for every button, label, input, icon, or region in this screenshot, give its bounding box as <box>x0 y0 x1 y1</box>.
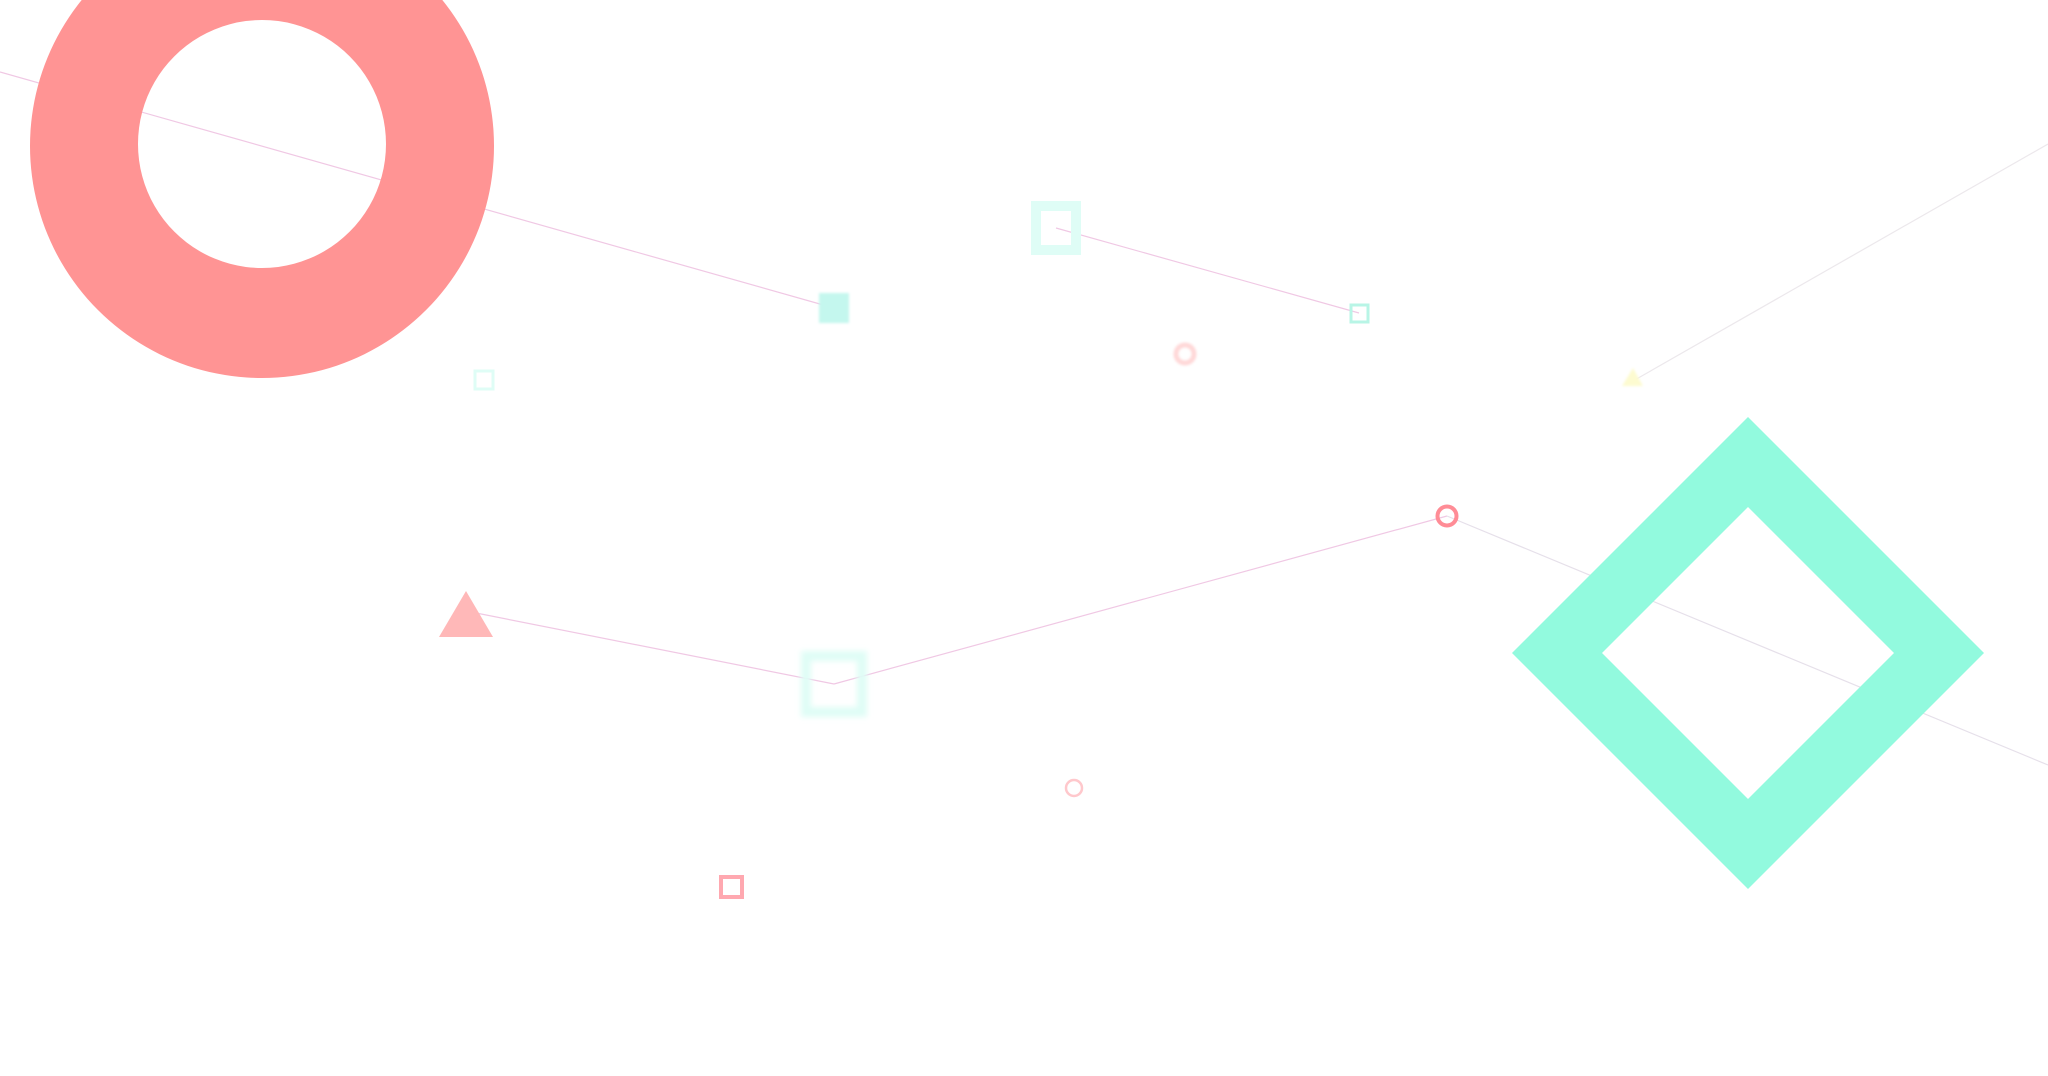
connector-line <box>1632 143 2048 382</box>
ring-coral-small <box>1435 504 1459 528</box>
connector-line <box>1446 515 2048 766</box>
square-mint-blurred <box>801 651 867 717</box>
connector-line <box>1055 227 1360 314</box>
square-mint-top <box>1031 201 1081 255</box>
connector-line <box>833 515 1448 685</box>
ring-large-coral <box>30 0 494 378</box>
ring-coral-faint <box>1064 778 1084 798</box>
diamond-large-mint <box>1512 417 1984 889</box>
triangle-coral <box>439 591 493 637</box>
connector-line <box>465 610 835 685</box>
square-coral-small <box>719 875 744 899</box>
square-mint-solid <box>819 293 849 323</box>
ring-coral-blurred <box>1173 342 1197 366</box>
square-mint-small-right <box>1349 303 1370 324</box>
square-mint-small-left <box>473 369 495 391</box>
triangle-pale-yellow <box>1622 368 1643 386</box>
